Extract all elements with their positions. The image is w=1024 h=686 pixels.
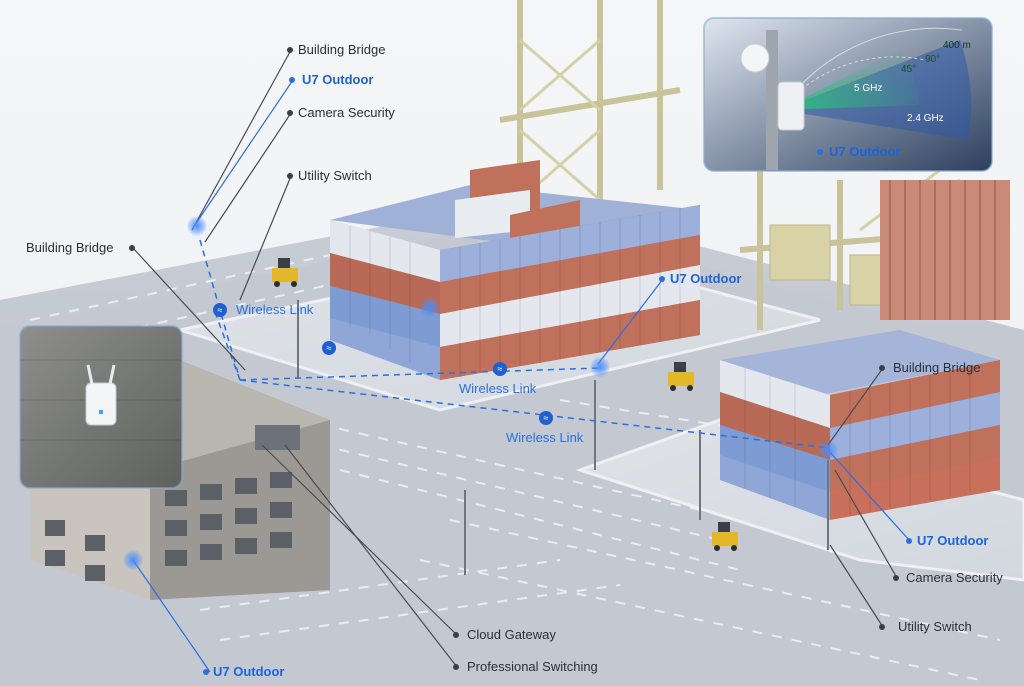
label-building-bridge-right: Building Bridge	[893, 360, 981, 375]
access-point-icon	[420, 297, 440, 317]
wireless-link-icon: ≈	[539, 411, 553, 425]
label-professional-switching: Professional Switching	[467, 659, 598, 674]
label-dot	[453, 664, 459, 670]
label-dot	[893, 575, 899, 581]
inset-band-5ghz: 5 GHz	[854, 83, 883, 94]
inset-wall-mount	[20, 326, 182, 488]
label-u7-outdoor-center: U7 Outdoor	[670, 271, 742, 286]
label-dot	[287, 110, 293, 116]
inset-band-24ghz: 2.4 GHz	[907, 113, 944, 124]
label-dot	[287, 173, 293, 179]
label-dot	[287, 47, 293, 53]
label-dot	[817, 149, 823, 155]
label-dot	[879, 365, 885, 371]
inset-angle-90: 90°	[925, 54, 941, 65]
label-dot	[879, 624, 885, 630]
label-wireless-link-2: Wireless Link	[459, 381, 537, 396]
label-utility-switch-right: Utility Switch	[898, 619, 972, 634]
access-point-icon	[818, 440, 838, 460]
wireless-link-icon: ≈	[322, 341, 336, 355]
label-dot	[129, 245, 135, 251]
label-wireless-link-3: Wireless Link	[506, 430, 584, 445]
label-wireless-link-1: Wireless Link	[236, 302, 314, 317]
label-dot	[289, 77, 295, 83]
forklift-icon	[272, 258, 298, 287]
label-dot	[453, 632, 459, 638]
label-u7-outdoor-top: U7 Outdoor	[302, 72, 374, 87]
label-dot	[906, 538, 912, 544]
wireless-link-icon: ≈	[213, 303, 227, 317]
label-building-bridge-left: Building Bridge	[26, 240, 114, 255]
access-point-icon	[590, 357, 610, 377]
inset-antenna-coverage	[704, 18, 992, 171]
label-u7-outdoor-bottom: U7 Outdoor	[213, 664, 285, 679]
label-camera-security-right: Camera Security	[906, 570, 1003, 585]
inset-range-label: 400 m	[943, 40, 971, 51]
access-point-icon	[187, 216, 207, 236]
forklift-icon	[668, 362, 694, 391]
label-dot	[203, 669, 209, 675]
access-point-icon	[123, 550, 143, 570]
label-u7-outdoor-right: U7 Outdoor	[917, 533, 989, 548]
wireless-link-icon: ≈	[493, 362, 507, 376]
label-cloud-gateway: Cloud Gateway	[467, 627, 556, 642]
label-utility-switch-top: Utility Switch	[298, 168, 372, 183]
label-building-bridge-top: Building Bridge	[298, 42, 386, 57]
label-camera-security-top: Camera Security	[298, 105, 395, 120]
forklift-icon	[712, 522, 738, 551]
label-dot	[659, 276, 665, 282]
inset-angle-45: 45°	[901, 64, 917, 75]
inset-device-label: U7 Outdoor	[829, 144, 901, 159]
